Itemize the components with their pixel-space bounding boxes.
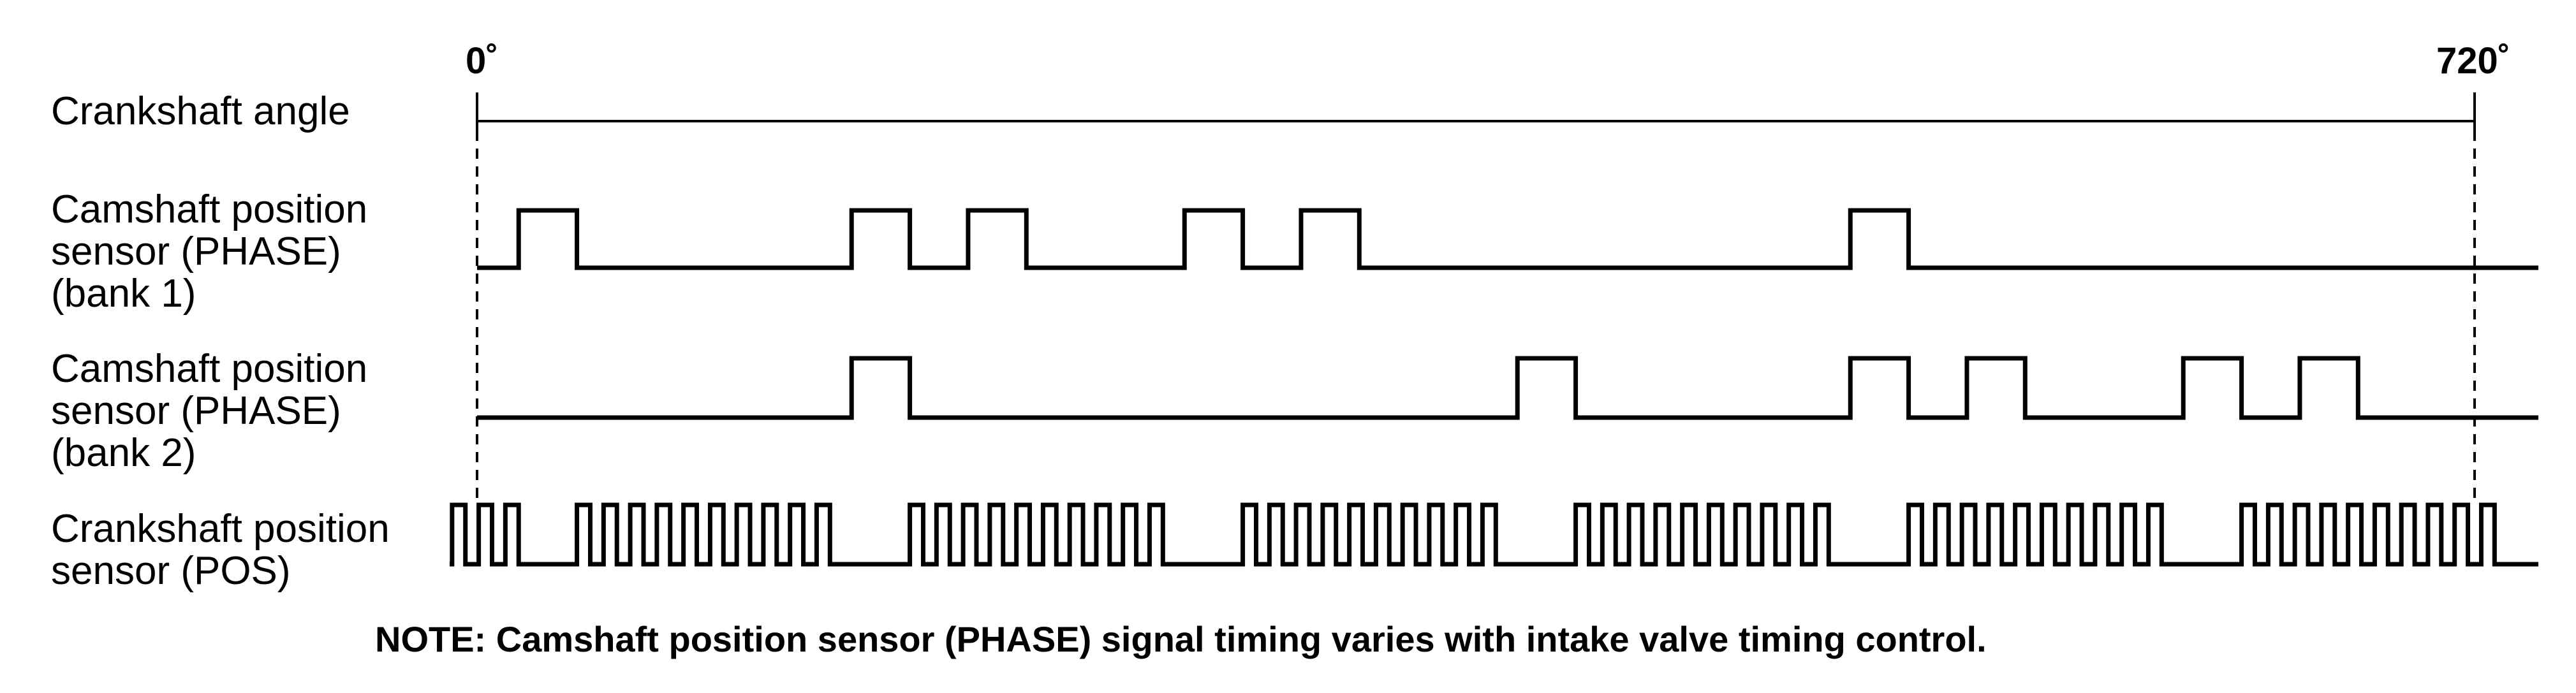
label-crank-pos: Crankshaft position sensor (POS) xyxy=(51,507,390,593)
cam-bank2-signal xyxy=(477,356,2538,420)
label-crank-pos-line1: Crankshaft position xyxy=(51,507,390,551)
label-cam-bank2-line2: sensor (PHASE) xyxy=(51,389,341,433)
cam-bank1-signal xyxy=(477,208,2538,270)
label-cam-bank2-line3: (bank 2) xyxy=(51,431,196,475)
label-crank-pos-line2: sensor (POS) xyxy=(51,549,291,593)
label-crankshaft-angle: Crankshaft angle xyxy=(51,89,350,133)
label-cam-bank2-line1: Camshaft position xyxy=(51,347,367,391)
label-cam-bank1-line1: Camshaft position xyxy=(51,187,367,231)
axis-start-label: 0˚ xyxy=(466,40,499,82)
label-cam-bank1-line2: sensor (PHASE) xyxy=(51,230,341,274)
axis-end-label: 720˚ xyxy=(2436,40,2510,82)
label-cam-bank2: Camshaft position sensor (PHASE) (bank 2… xyxy=(51,347,367,475)
label-cam-bank1-line3: (bank 1) xyxy=(51,272,196,316)
timing-note: NOTE: Camshaft position sensor (PHASE) s… xyxy=(375,619,1987,659)
crank-pos-signal xyxy=(450,502,2538,567)
label-cam-bank1: Camshaft position sensor (PHASE) (bank 1… xyxy=(51,187,367,316)
